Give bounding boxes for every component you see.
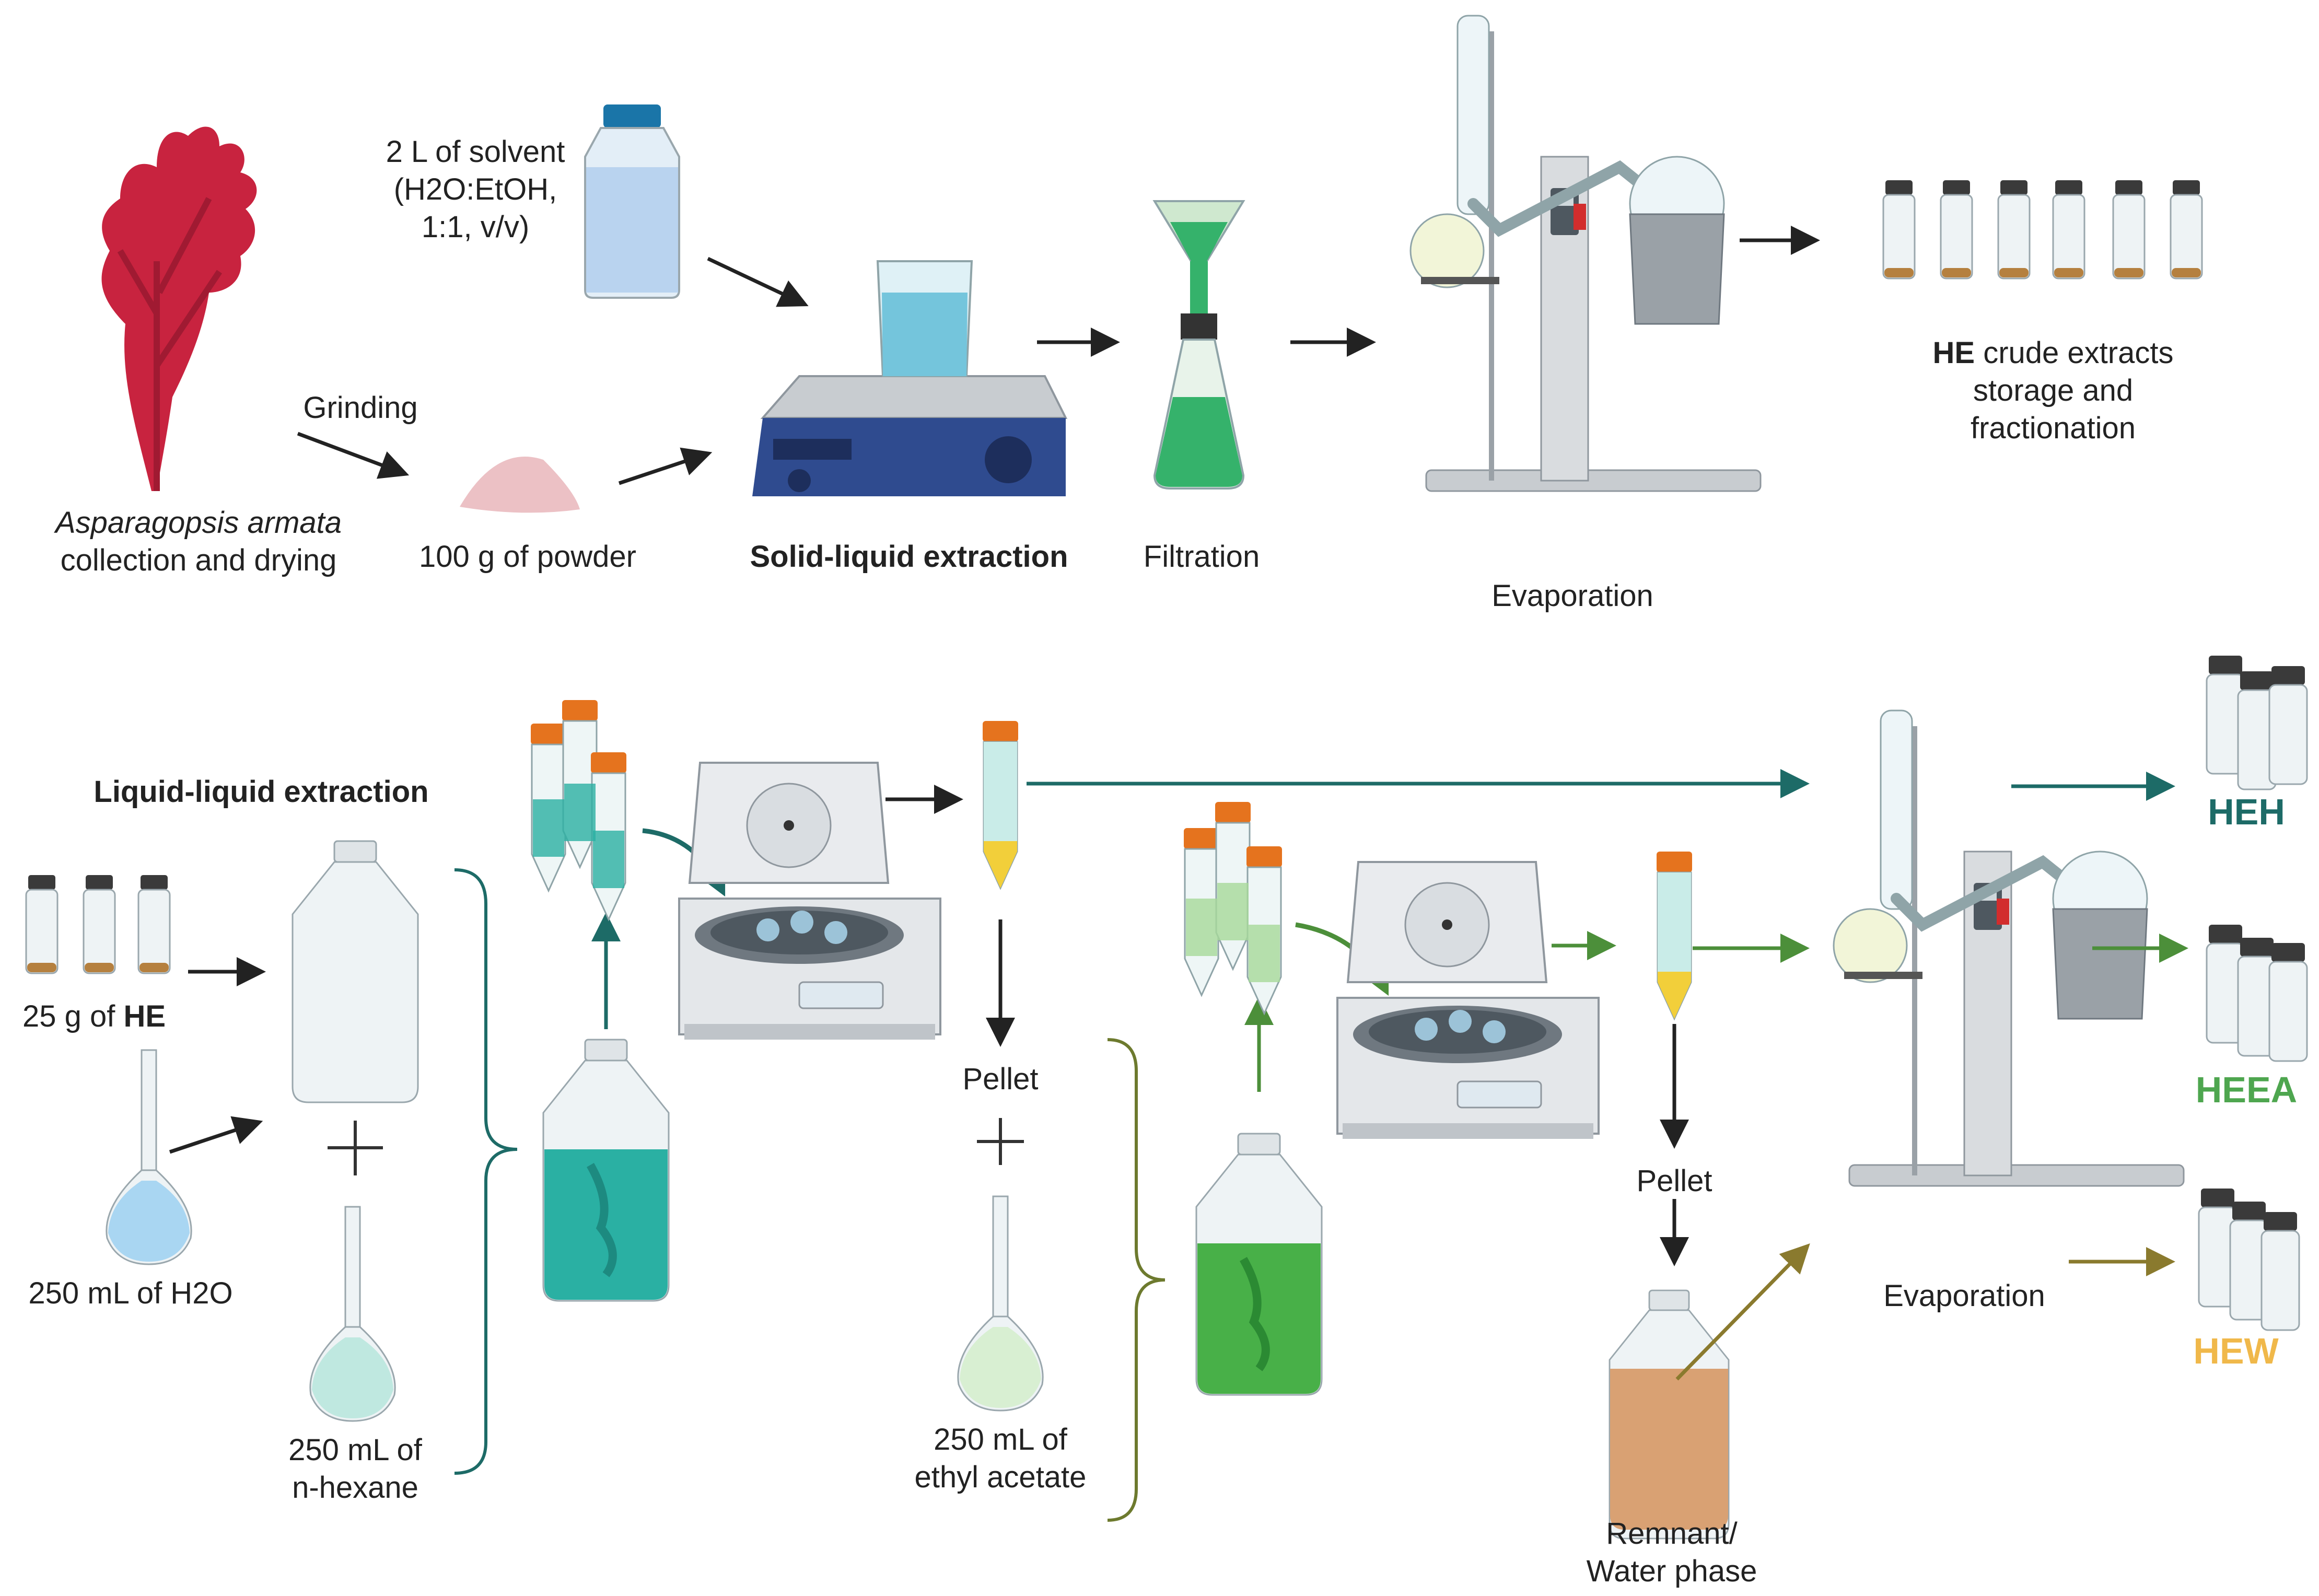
he-input-label: 25 g of HE [10,998,178,1035]
ethyl-acetate-volumetric-flask-icon [957,1195,1044,1412]
rotary-evaporator-icon [1411,16,1761,491]
magnetic-stirrer-icon [752,260,1068,496]
separated-tube-icon [982,720,1019,889]
he-input-prefix: 25 g of [22,999,124,1033]
hew-vials [2198,1187,2300,1331]
falcon-tubes-hexane [530,699,627,921]
evaporation-label-bottom: Evaporation [1883,1279,2045,1313]
filtration-label: Filtration [1143,540,1260,574]
hexane-line-1: 250 mL of [288,1433,422,1467]
remnant-to-evaporator-arrow [1675,1243,1810,1381]
ethyl-acetate-line-2: ethyl acetate [914,1460,1087,1494]
pellet-label-1: Pellet [962,1062,1039,1096]
species-name: Asparagopsis armata [55,506,342,540]
powder-label: 100 g of powder [419,540,636,574]
water-label: 250 mL of H2O [28,1276,233,1310]
powder-icon [460,457,580,513]
separated-tube-icon [1656,851,1693,1020]
vial-icon [1997,179,2031,279]
product-label-hew: HEW [2193,1331,2279,1371]
vial-icon [83,874,116,974]
he-line-2: storage and [1973,374,2134,407]
solvent-line-2: (H2O:EtOH, [393,172,557,206]
pellet-label-2: Pellet [1636,1164,1712,1198]
vial-icon [25,874,59,974]
seaweed-caption: Asparagopsis armata collection and dryin… [21,504,376,579]
heea-vials [2206,924,2308,1062]
water-volumetric-flask-icon [106,1049,192,1265]
falcon-tubes-ethyl-acetate [1183,801,1283,1015]
remnant-line-1: Remnant/ [1606,1517,1738,1551]
vial-icon [2112,179,2146,279]
grinding-label: Grinding [303,391,418,425]
he-bold: HE [1932,336,1975,370]
ethyl-acetate-label: 250 mL of ethyl acetate [893,1421,1108,1496]
vial-icon [2260,1211,2300,1331]
he-extracts-label: HE crude extracts storage and fractionat… [1870,334,2236,447]
remnant-water-bottle-icon [1609,1289,1730,1540]
centrifuge-icon [1336,861,1600,1140]
solvent-line-3: 1:1, v/v) [421,210,530,244]
hexane-volumetric-flask-icon [309,1206,396,1422]
vial-icon [2052,179,2085,279]
centrifuge-icon [678,762,941,1041]
vial-icon [1940,179,1973,279]
filtration-flask-icon [1152,200,1245,490]
bracket-2 [1107,1038,1166,1522]
he-crude-extract-vials [1882,179,2203,279]
grinding-arrow [297,432,410,479]
seaweed-icon [101,126,257,492]
plus-icon [328,1121,383,1175]
plus-icon [977,1118,1024,1165]
powder-arrow [618,447,713,485]
product-label-heea: HEEA [2195,1069,2298,1110]
ethyl-acetate-line-1: 250 mL of [934,1423,1067,1457]
product-label-heh: HEH [2208,791,2285,832]
vial-icon [1882,179,1916,279]
water-to-bottle-arrow [169,1116,263,1154]
he-input-bold: HE [123,999,166,1033]
vial-icon [137,874,171,974]
collection-caption: collection and drying [60,543,337,577]
evaporation-label-top: Evaporation [1491,579,1653,613]
remnant-label: Remnant/ Water phase [1562,1515,1781,1590]
he-line-1: crude extracts [1975,336,2174,370]
vial-icon [2268,942,2308,1062]
ethyl-acetate-mixture-bottle-icon [1195,1133,1323,1396]
vial-icon [2268,665,2308,785]
vial-icon [2170,179,2203,279]
hexane-line-2: n-hexane [292,1471,418,1505]
solvent-line-1: 2 L of solvent [386,135,565,169]
hexane-label: 250 mL of n-hexane [261,1431,449,1507]
he-line-3: fractionation [1971,411,2136,445]
heh-vials [2206,655,2308,790]
solvent-label: 2 L of solvent (H2O:EtOH, 1:1, v/v) [376,133,575,246]
he-input-vials [25,874,171,974]
solvent-bottle-icon [584,104,680,299]
solvent-arrow [707,257,809,307]
glass-bottle-icon [292,840,419,1103]
remnant-line-2: Water phase [1586,1554,1757,1588]
bracket-1 [454,868,518,1475]
liquid-liquid-title: Liquid-liquid extraction [94,775,429,809]
solid-liquid-label: Solid-liquid extraction [750,540,1068,574]
hexane-mixture-bottle-icon [542,1039,670,1302]
